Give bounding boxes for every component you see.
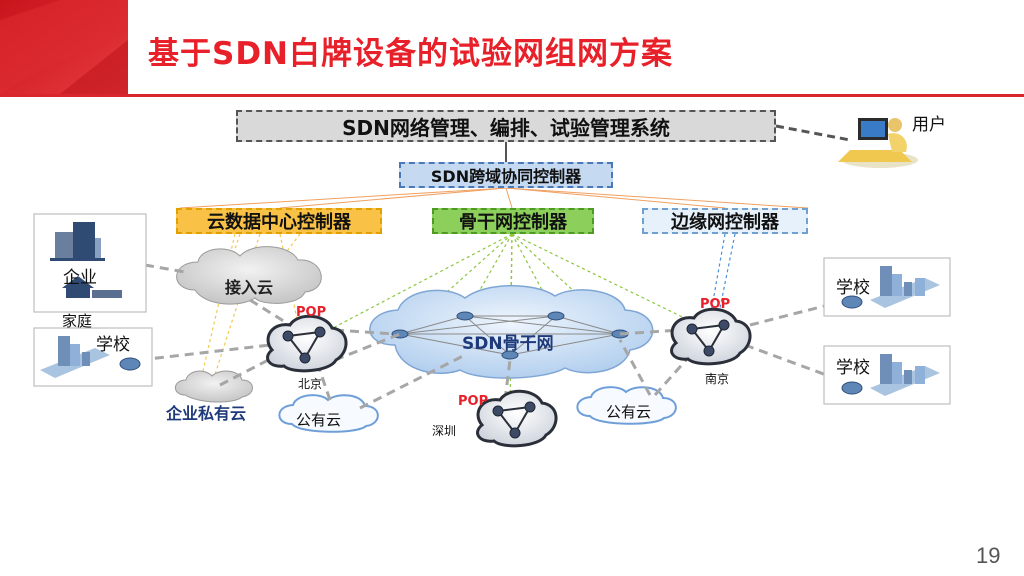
enterprise-label: 企业 — [63, 268, 97, 288]
cross-domain-controller-box: SDN跨域协同控制器 — [399, 162, 613, 188]
school-right-top-building-icon — [870, 266, 940, 308]
backbone-cloud-label: SDN骨干网 — [462, 334, 554, 354]
school-left-building-icon — [40, 336, 110, 378]
backbone-controller-box: 骨干网控制器 — [432, 208, 594, 234]
pop-shenzhen-tag: POP — [458, 394, 489, 409]
edge-control-links — [709, 233, 736, 319]
pop-shenzhen-node — [476, 389, 558, 448]
access-cloud-label: 接入云 — [225, 278, 274, 297]
pop-nanjing-node — [670, 307, 752, 366]
edge-controller-box: 边缘网控制器 — [642, 208, 808, 234]
public-cloud-right-shape — [576, 386, 677, 425]
private-cloud-shape — [174, 370, 253, 403]
user-icon — [838, 118, 918, 168]
enterprise-site — [33, 213, 147, 313]
school-left-site — [33, 327, 153, 387]
school-right-top-router-icon — [841, 295, 863, 309]
pop-nanjing-city: 南京 — [705, 372, 730, 386]
pop-beijing-node — [266, 314, 348, 373]
access-cloud — [176, 246, 322, 305]
school-right-bottom-router-icon — [841, 381, 863, 395]
management-system-box: SDN网络管理、编排、试验管理系统 — [236, 110, 776, 142]
coordinator-links — [179, 187, 809, 209]
private-cloud-label: 企业私有云 — [166, 404, 247, 423]
pop-nanjing-tag: POP — [700, 297, 731, 312]
pop-beijing-city: 北京 — [298, 377, 323, 391]
slide-title: 基于SDN白牌设备的试验网组网方案 — [148, 36, 674, 72]
school-right-top-label: 学校 — [836, 278, 870, 298]
header-band — [0, 0, 1024, 96]
enterprise-building-icon — [50, 222, 105, 261]
pop-beijing-tag: POP — [296, 305, 327, 320]
school-right-bottom-label: 学校 — [836, 358, 870, 378]
home-label: 家庭 — [62, 312, 93, 330]
user-link — [775, 124, 851, 142]
public-cloud-right-label: 公有云 — [606, 403, 652, 421]
pop-shenzhen-city: 深圳 — [432, 424, 457, 438]
public-cloud-left-label: 公有云 — [296, 411, 342, 429]
datacenter-controller-box: 云数据中心控制器 — [176, 208, 382, 234]
school-right-bottom-building-icon — [870, 354, 940, 396]
user-label: 用户 — [912, 115, 946, 135]
page-number: 19 — [976, 543, 1001, 568]
home-house-icon — [62, 276, 122, 298]
school-left-label: 学校 — [96, 335, 130, 355]
school-right-bottom-site — [823, 345, 951, 405]
school-right-top-site — [823, 257, 951, 317]
header-divider — [0, 94, 1024, 97]
public-cloud-left-shape — [278, 394, 379, 433]
school-left-router-icon — [119, 357, 141, 371]
